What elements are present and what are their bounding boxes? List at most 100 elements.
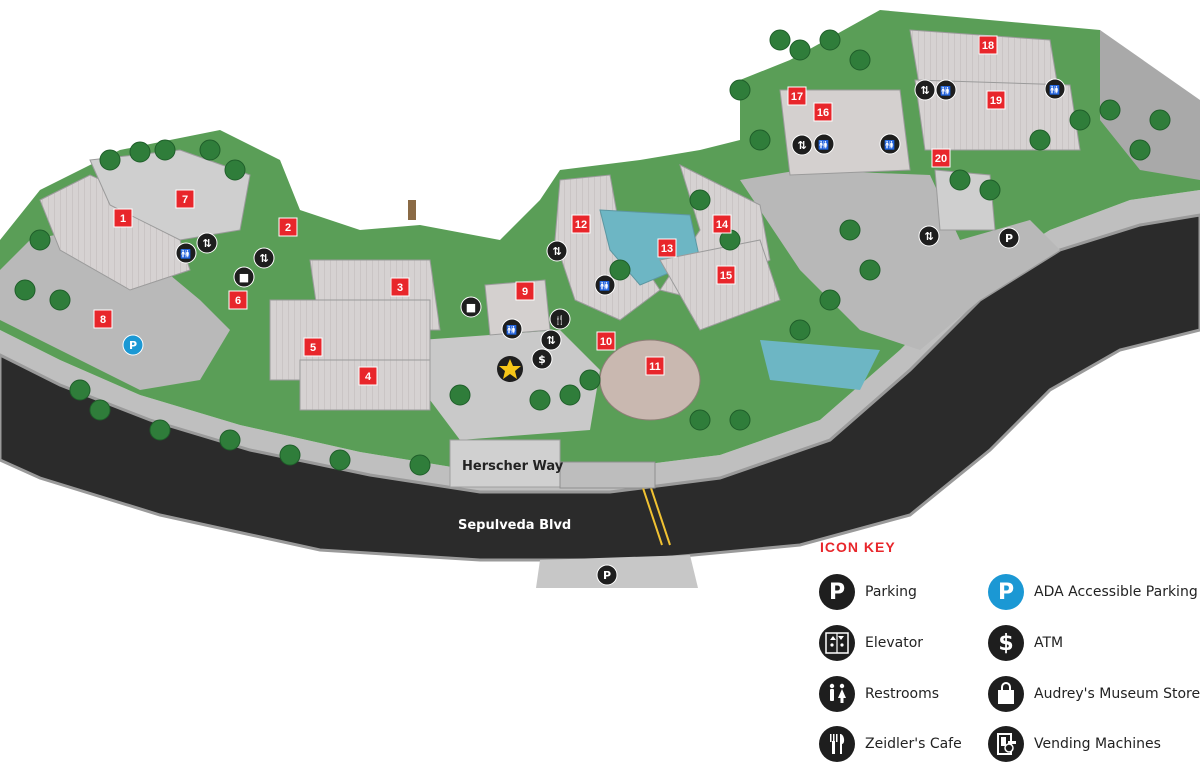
- building-number: 2: [285, 222, 291, 234]
- map-icons: 🚻⇅⇅■P■🚻⇅🍴$⇅🚻⇅🚻🚻⇅🚻🚻⇅PP: [122, 78, 1066, 586]
- store-icon[interactable]: ■: [460, 296, 482, 318]
- store-icon: [988, 676, 1024, 712]
- building-marker-19[interactable]: 19: [986, 90, 1006, 110]
- building-marker-4[interactable]: 4: [358, 366, 378, 386]
- restroom-icon[interactable]: 🚻: [594, 274, 616, 296]
- building-marker-3[interactable]: 3: [390, 277, 410, 297]
- tree: [609, 259, 631, 281]
- atm-icon: $: [988, 625, 1024, 661]
- building-number: 17: [791, 91, 803, 103]
- key-label: Zeidler's Cafe: [865, 736, 962, 752]
- svg-text:🍴: 🍴: [554, 314, 565, 326]
- tree: [749, 129, 771, 151]
- key-item-parking: P Parking: [819, 574, 917, 610]
- building-number: 8: [100, 314, 106, 326]
- elevator-icon: [819, 625, 855, 661]
- elevator-icon[interactable]: ⇅: [914, 79, 936, 101]
- svg-text:🚻: 🚻: [1049, 84, 1060, 96]
- building-marker-17[interactable]: 17: [787, 86, 807, 106]
- entrance-gate: [559, 461, 656, 489]
- restroom-icon[interactable]: 🚻: [501, 318, 523, 340]
- tree: [559, 384, 581, 406]
- svg-text:🚻: 🚻: [506, 324, 517, 336]
- building-number: 11: [649, 361, 661, 373]
- building-number: 1: [120, 213, 126, 225]
- road-centerline: [650, 487, 671, 546]
- building-marker-9[interactable]: 9: [515, 281, 535, 301]
- central-plaza: [420, 330, 600, 440]
- building-marker-13[interactable]: 13: [657, 238, 677, 258]
- key-label: Elevator: [865, 635, 924, 651]
- tree: [219, 429, 241, 451]
- restroom-icon[interactable]: 🚻: [1044, 78, 1066, 100]
- tree: [789, 39, 811, 61]
- ada-parking-icon[interactable]: P: [122, 334, 144, 356]
- herscher-way-label: Herscher Way: [462, 459, 564, 474]
- key-item-atm: $ ATM: [988, 625, 1063, 661]
- parking-icon: P: [819, 574, 855, 610]
- building-number: 6: [235, 295, 241, 307]
- building-marker-6[interactable]: 6: [228, 290, 248, 310]
- building-number: 19: [990, 95, 1002, 107]
- svg-text:🚻: 🚻: [599, 280, 610, 292]
- building-marker-14[interactable]: 14: [712, 214, 732, 234]
- building-marker-20[interactable]: 20: [931, 148, 951, 168]
- icon-key-title: ICON KEY: [820, 539, 896, 555]
- building-marker-10[interactable]: 10: [596, 331, 616, 351]
- key-item-cafe: Zeidler's Cafe: [819, 726, 962, 762]
- cafe-icon[interactable]: 🍴: [549, 308, 571, 330]
- svg-text:🚻: 🚻: [940, 85, 951, 97]
- road-centerline: [642, 487, 663, 546]
- key-label: Vending Machines: [1034, 736, 1161, 752]
- parking-icon[interactable]: P: [596, 564, 618, 586]
- tree: [449, 384, 471, 406]
- building-marker-16[interactable]: 16: [813, 102, 833, 122]
- elevator-icon[interactable]: ⇅: [540, 329, 562, 351]
- restroom-icon[interactable]: 🚻: [813, 133, 835, 155]
- you-are-here-star[interactable]: [497, 356, 523, 382]
- key-label: Restrooms: [865, 686, 940, 702]
- restroom-icon[interactable]: 🚻: [879, 133, 901, 155]
- tree: [689, 189, 711, 211]
- tree: [29, 229, 51, 251]
- elevator-icon[interactable]: ⇅: [546, 240, 568, 262]
- tree: [979, 179, 1001, 201]
- tree: [819, 29, 841, 51]
- elevator-icon[interactable]: ⇅: [196, 232, 218, 254]
- parking-icon[interactable]: P: [998, 227, 1020, 249]
- tree: [49, 289, 71, 311]
- svg-text:$: $: [538, 353, 546, 366]
- tree: [1029, 129, 1051, 151]
- restroom-icon[interactable]: 🚻: [175, 242, 197, 264]
- svg-text:⇅: ⇅: [546, 334, 555, 347]
- building-number: 5: [310, 342, 316, 354]
- lower-parking-lot: [536, 555, 698, 588]
- building-number: 16: [817, 107, 829, 119]
- building-marker-8[interactable]: 8: [93, 309, 113, 329]
- store-icon[interactable]: ■: [233, 266, 255, 288]
- elevator-icon[interactable]: ⇅: [253, 247, 275, 269]
- key-item-vending: Vending Machines: [988, 726, 1161, 762]
- building-number: 10: [600, 336, 612, 348]
- elevator-icon[interactable]: ⇅: [791, 134, 813, 156]
- tree: [859, 259, 881, 281]
- building-number: 4: [365, 371, 372, 383]
- building-marker-18[interactable]: 18: [978, 35, 998, 55]
- building-marker-2[interactable]: 2: [278, 217, 298, 237]
- building-marker-5[interactable]: 5: [303, 337, 323, 357]
- building-marker-12[interactable]: 12: [571, 214, 591, 234]
- atm-icon[interactable]: $: [531, 348, 553, 370]
- building-marker-15[interactable]: 15: [716, 265, 736, 285]
- svg-text:⇅: ⇅: [920, 84, 929, 97]
- tree: [99, 149, 121, 171]
- svg-text:⇅: ⇅: [797, 139, 806, 152]
- building-marker-7[interactable]: 7: [175, 189, 195, 209]
- tree: [149, 419, 171, 441]
- building-marker-1[interactable]: 1: [113, 208, 133, 228]
- restroom-icon[interactable]: 🚻: [935, 79, 957, 101]
- building-marker-11[interactable]: 11: [645, 356, 665, 376]
- elevator-icon[interactable]: ⇅: [918, 225, 940, 247]
- svg-text:⇅: ⇅: [552, 245, 561, 258]
